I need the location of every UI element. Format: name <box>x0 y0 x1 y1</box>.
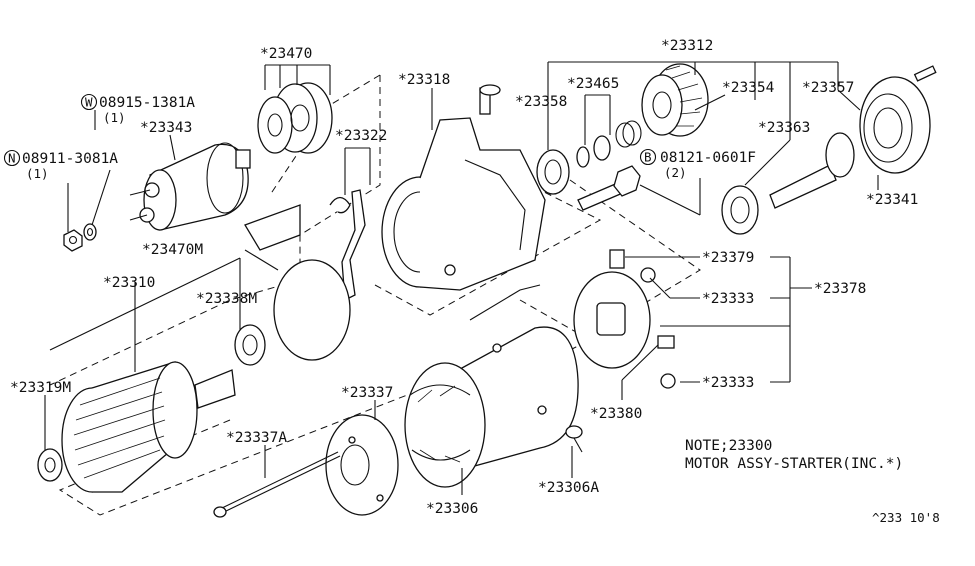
part-08121-bolt <box>577 165 641 211</box>
callout-w08915: W 08915-1381A (1) <box>80 93 195 125</box>
part-23306a-screw <box>565 425 583 453</box>
prefix-b: B <box>644 150 652 165</box>
note-line-1: NOTE;23300 <box>685 438 772 454</box>
part-23470-gear <box>257 82 333 154</box>
part-23319m-bearing <box>37 448 63 482</box>
qty-08911: (1) <box>26 166 49 181</box>
part-pinion-shaft <box>769 132 855 209</box>
label-23310: *23310 <box>103 275 155 291</box>
label-23465: *23465 <box>567 76 619 92</box>
circle-b-icon <box>639 148 657 166</box>
label-23363: *23363 <box>758 120 810 136</box>
part-23358-bearing <box>536 149 570 195</box>
label-08911: 08911-3081A <box>22 151 118 167</box>
part-23341-end-housing <box>859 65 937 174</box>
prefix-n: N <box>8 151 16 166</box>
label-23319m: *23319M <box>10 380 71 396</box>
label-23312: *23312 <box>661 38 713 54</box>
part-23343-solenoid <box>129 142 251 231</box>
part-23310-armature <box>61 361 236 493</box>
label-08915: 08915-1381A <box>99 95 195 111</box>
part-23337-end-frame <box>325 414 399 516</box>
part-23337a-through-bolt <box>213 451 341 518</box>
qty-08121: (2) <box>664 165 687 180</box>
part-23465-spring <box>576 120 642 168</box>
label-23341: *23341 <box>866 192 918 208</box>
prefix-w: W <box>85 95 93 110</box>
leader-lines <box>44 61 879 495</box>
label-23379: *23379 <box>702 250 754 266</box>
part-23338m-bearing <box>234 324 266 366</box>
label-23357: *23357 <box>802 80 854 96</box>
label-23470: *23470 <box>260 46 312 62</box>
label-08121: 08121-0601F <box>660 150 756 166</box>
label-23343: *23343 <box>140 120 192 136</box>
qty-08915: (1) <box>103 110 126 125</box>
label-23333-lower: *23333 <box>702 375 754 391</box>
label-23338m: *23338M <box>196 291 257 307</box>
label-23333-upper: *23333 <box>702 291 754 307</box>
note-line-2: MOTOR ASSY-STARTER(INC.*) <box>685 456 903 472</box>
note-block: NOTE;23300 MOTOR ASSY-STARTER(INC.*) <box>685 438 903 472</box>
part-08911-nut <box>63 223 97 252</box>
diagram-code: ^233 10'8 <box>872 510 940 525</box>
circle-n-icon <box>3 149 21 167</box>
label-23380: *23380 <box>590 406 642 422</box>
part-23363-bearing <box>721 185 759 235</box>
label-23306: *23306 <box>426 501 478 517</box>
circle-w-icon <box>80 93 98 111</box>
callout-n08911: N 08911-3081A (1) <box>3 149 118 181</box>
part-23470m-plate <box>244 204 351 361</box>
label-23337: *23337 <box>341 385 393 401</box>
label-23306a: *23306A <box>538 480 599 496</box>
part-23306-yoke <box>404 284 579 488</box>
part-23378-brush-holder <box>573 249 676 389</box>
label-23337a: *23337A <box>226 430 287 446</box>
part-23354-pinion-gear <box>641 63 709 137</box>
label-23322: *23322 <box>335 128 387 144</box>
label-23358: *23358 <box>515 94 567 110</box>
label-23378: *23378 <box>814 281 866 297</box>
part-labels: *23470 *23318 *23312 *23465 *23354 *2335… <box>3 38 918 517</box>
label-23318: *23318 <box>398 72 450 88</box>
label-23354: *23354 <box>722 80 775 96</box>
label-23470m: *23470M <box>142 242 203 258</box>
callout-b08121: B 08121-0601F (2) <box>639 148 756 180</box>
part-23318-housing <box>381 84 546 291</box>
